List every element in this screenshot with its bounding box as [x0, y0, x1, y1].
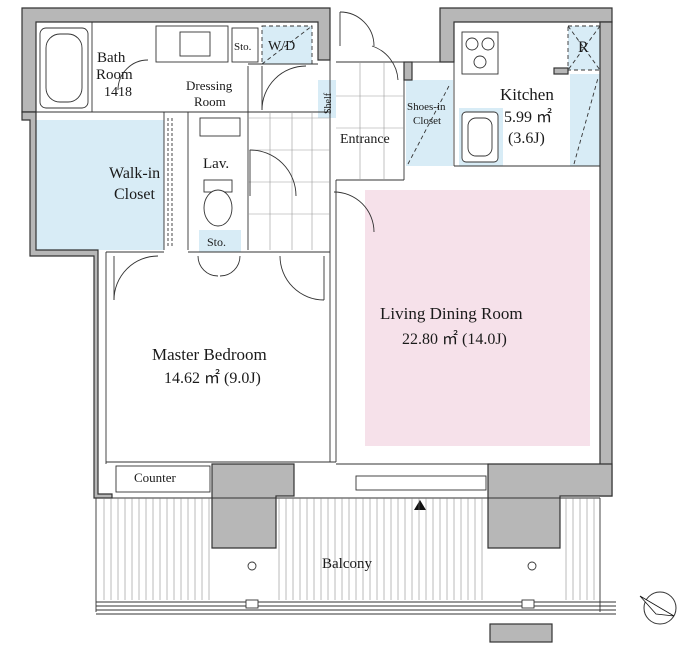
shoes-closet-area [406, 80, 453, 166]
balcony-slats [103, 498, 595, 600]
walk-in-closet-label-2: Closet [114, 186, 155, 203]
outer-wall-right [599, 21, 613, 497]
interior-walls [36, 22, 612, 465]
kitchen-label: Kitchen [500, 85, 554, 104]
master-bedroom-label: Master Bedroom [152, 345, 267, 364]
entrance-label: Entrance [340, 132, 390, 147]
lavatory-label: Lav. [203, 156, 229, 172]
counter-label: Counter [134, 470, 177, 485]
doors [113, 11, 399, 301]
pantry-icon [573, 77, 599, 165]
entrance-tiles [248, 62, 404, 250]
bath-room-label-2: Room [96, 67, 133, 83]
kitchen-partition [553, 67, 569, 75]
washer-dryer-label: W/D [268, 39, 295, 54]
living-dining-highlight [365, 190, 590, 446]
living-dining-area-label: 22.80 ㎡ (14.0J) [402, 330, 507, 348]
living-window [355, 475, 487, 491]
walk-in-closet-label: Walk-in [109, 165, 160, 182]
kitchen-jo-label: (3.6J) [508, 130, 545, 147]
living-dining-label: Living Dining Room [380, 304, 523, 323]
drain-right-icon [527, 561, 537, 571]
lav-sink-icon [199, 117, 241, 137]
balcony-label: Balcony [322, 556, 372, 572]
storage-mid-label: Sto. [207, 235, 226, 249]
entry-marker-icon [414, 500, 426, 510]
washer-dryer-icon [261, 25, 313, 65]
balcony-step [489, 623, 553, 643]
balcony-bracket-left [245, 599, 259, 609]
counter-box [115, 465, 211, 493]
shoes-closet-label: Shoes-in [407, 101, 446, 113]
shelf-area [318, 80, 336, 118]
master-bedroom-area-label: 14.62 ㎡ (9.0J) [164, 369, 261, 387]
shoes-closet-label-2: Closet [413, 115, 441, 127]
walk-in-closet-area [36, 120, 164, 250]
fridge-label: R [578, 39, 589, 56]
storage-top-label: Sto. [234, 41, 252, 53]
storage-mid-area [199, 230, 241, 252]
kitchen-area-label: 5.99 ㎡ [504, 108, 552, 126]
storage-top-box [231, 27, 259, 63]
bath-size-label: 1418 [104, 85, 132, 100]
dressing-room-label: Dressing [186, 78, 233, 93]
outer-wall-left [21, 111, 113, 499]
dressing-room-label-2: Room [194, 94, 226, 109]
north-arrow-icon [639, 591, 677, 625]
shelf-label: Shelf [323, 92, 334, 114]
column-left [211, 463, 295, 549]
balcony-bracket-right [521, 599, 535, 609]
entrance-wall-stub [403, 61, 413, 81]
drain-left-icon [247, 561, 257, 571]
column-right [487, 463, 613, 549]
fridge-icon [567, 25, 601, 71]
bath-room-label: Bath [97, 50, 126, 66]
shoes-closet-icon [407, 83, 451, 165]
